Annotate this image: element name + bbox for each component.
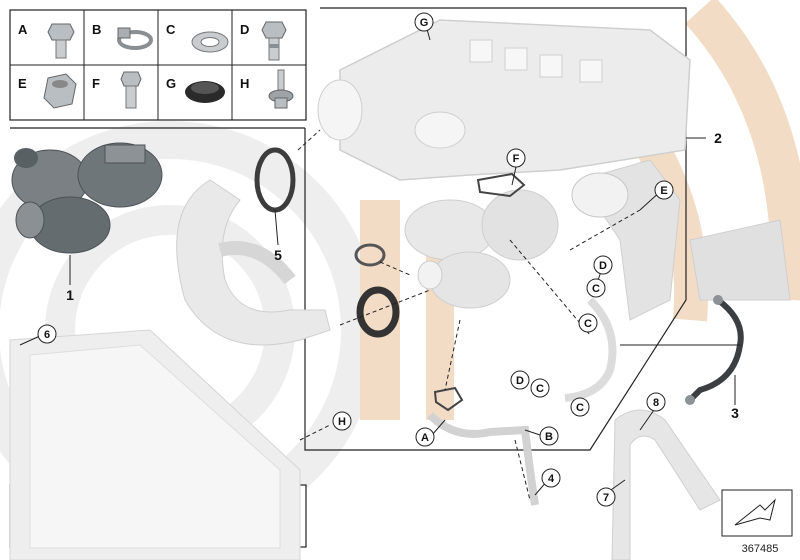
callout-g: G — [414, 12, 434, 32]
callout-2: 2 — [714, 130, 722, 146]
callout-label: G — [420, 17, 429, 29]
cylinder-flange — [414, 111, 466, 149]
callout-3: 3 — [731, 405, 739, 421]
leader-line — [639, 409, 655, 431]
watermark-arc-1 — [685, 0, 800, 301]
bolt-icon — [47, 23, 75, 59]
legend-letter-c: C — [166, 22, 176, 37]
callout-5: 5 — [274, 247, 282, 263]
callout-label: C — [584, 318, 592, 330]
orientation-box — [721, 489, 793, 537]
callout-h: H — [332, 411, 352, 431]
exhaust-pipe — [689, 219, 791, 301]
screw-icon — [268, 69, 294, 109]
callout-c: C — [530, 378, 550, 398]
callout-label: D — [516, 375, 524, 387]
callout-c: C — [586, 278, 606, 298]
callout-e: E — [654, 180, 674, 200]
leader-line — [444, 319, 461, 391]
grommet-icon — [185, 81, 225, 103]
catalytic-converter — [571, 159, 791, 321]
cylinder-head — [317, 19, 691, 181]
legend-letter-d: D — [240, 22, 249, 37]
callout-c: C — [570, 397, 590, 417]
stud-bolt-icon — [120, 71, 142, 109]
flange-gasket — [476, 172, 526, 198]
direction-arrow-icon — [734, 498, 776, 526]
callout-c: C — [578, 313, 598, 333]
sealing-ring-black — [356, 286, 400, 338]
callout-label: 6 — [44, 329, 50, 341]
callout-f: F — [506, 148, 526, 168]
callout-label: C — [592, 283, 600, 295]
callout-4: 4 — [541, 468, 561, 488]
callout-d: D — [593, 255, 613, 275]
legend-letter-f: F — [92, 76, 100, 91]
callout-d: D — [510, 370, 530, 390]
legend-letter-g: G — [166, 76, 176, 91]
callout-label: F — [513, 153, 520, 165]
callout-label: E — [660, 185, 667, 197]
hollow-bolt-icon — [261, 21, 287, 61]
turbocharger — [11, 142, 163, 254]
callout-label: 8 — [653, 397, 659, 409]
callout-label: B — [545, 431, 553, 443]
callout-b: B — [539, 426, 559, 446]
leader-line — [524, 429, 541, 436]
oil-return-pipe — [564, 297, 617, 402]
legend-letter-a: A — [18, 22, 28, 37]
diagram-number: 367485 — [742, 543, 779, 555]
callout-1: 1 — [66, 287, 74, 303]
cylinder-port — [539, 54, 563, 78]
leader-line — [297, 129, 321, 151]
hose-clamp-icon — [117, 27, 153, 50]
fan-shroud — [9, 329, 301, 560]
leader-line — [379, 261, 411, 276]
leader-line — [299, 424, 331, 441]
callout-7: 7 — [596, 487, 616, 507]
cylinder-port — [504, 47, 528, 71]
leader-line — [339, 289, 431, 326]
throttle-body — [317, 79, 363, 141]
nut-icon — [43, 73, 77, 109]
coolant-pipe — [611, 409, 721, 560]
callout-8: 8 — [646, 392, 666, 412]
callout-label: C — [536, 383, 544, 395]
legend-letter-h: H — [240, 76, 249, 91]
callout-label: 7 — [603, 492, 609, 504]
legend-top: A B C D E F G H — [9, 9, 307, 121]
cylinder-port — [469, 39, 493, 63]
small-gasket — [433, 386, 464, 412]
leader-line — [514, 439, 531, 501]
callout-label: C — [576, 402, 584, 414]
leader-line — [511, 166, 517, 186]
oil-feed-pipe — [427, 412, 539, 506]
leader-line — [274, 209, 279, 246]
legend-letter-b: B — [92, 22, 101, 37]
callout-label: A — [421, 432, 429, 444]
leader-line — [431, 419, 446, 436]
callout-label: D — [599, 260, 607, 272]
hose-clamp — [354, 243, 386, 267]
callout-6: 6 — [37, 324, 57, 344]
legend-letter-e: E — [18, 76, 27, 91]
sealing-ring-icon — [191, 31, 229, 53]
charge-air-pipe — [176, 179, 331, 346]
callout-a: A — [415, 427, 435, 447]
callout-label: H — [338, 416, 346, 428]
cylinder-port — [579, 59, 603, 83]
turbocharger-installed — [404, 189, 559, 309]
leader-lines — [297, 129, 641, 501]
assembly-frame — [304, 7, 687, 451]
callout-label: 4 — [548, 473, 555, 485]
